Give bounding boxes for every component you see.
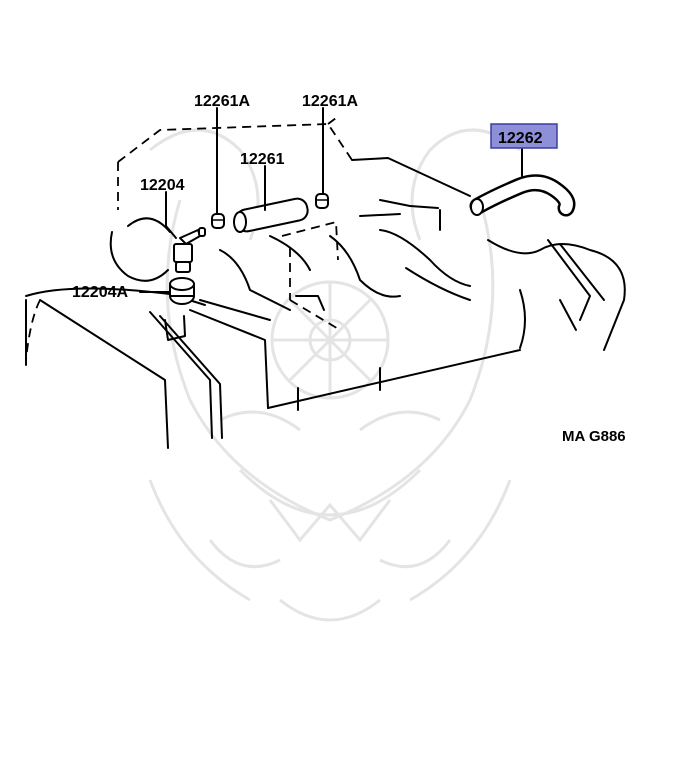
figure-reference: MA G886 <box>562 428 626 445</box>
callout-12262: 12262 <box>498 130 543 147</box>
callout-12262-highlight-box <box>490 123 558 149</box>
engine-outline <box>25 117 626 449</box>
part-12261-hose <box>233 197 309 233</box>
callout-12261A-right: 12261A <box>302 93 358 110</box>
callout-12261A-left: 12261A <box>194 93 250 110</box>
leader-lines <box>139 107 523 293</box>
callout-12204A: 12204A <box>72 284 128 301</box>
part-12262-hose <box>469 174 576 217</box>
callout-12204: 12204 <box>140 177 185 194</box>
callout-12261: 12261 <box>240 151 285 168</box>
part-12204A-grommet <box>169 277 195 305</box>
part-12261A-clamp-left <box>211 213 225 229</box>
part-12204-valve <box>173 227 206 273</box>
watermark-logo <box>148 128 521 622</box>
part-12261A-clamp-right <box>315 193 329 209</box>
